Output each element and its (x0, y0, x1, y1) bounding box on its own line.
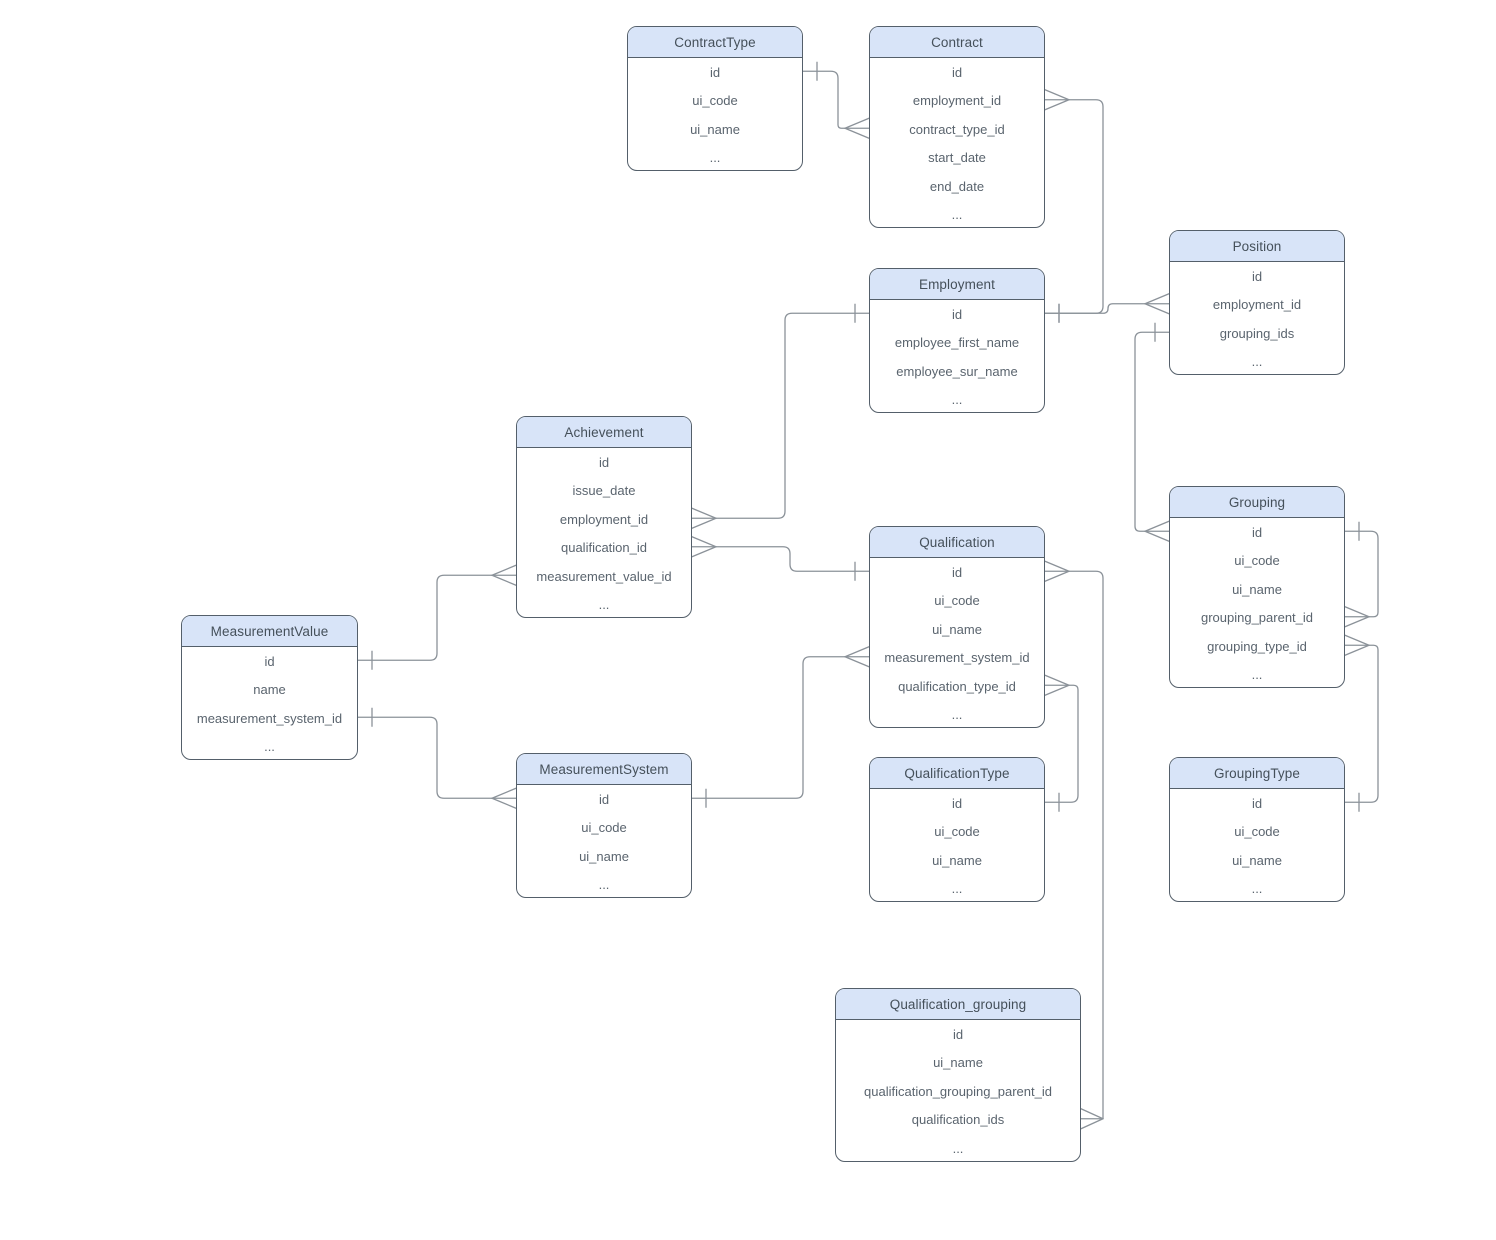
entity-measurementvalue[interactable]: MeasurementValue id name measurement_system… (181, 615, 358, 760)
entity-field-row: qualification_ids (911, 1112, 1005, 1128)
entity-title: Qualification_grouping (836, 989, 1080, 1020)
relationship-achievement-qualification[interactable] (691, 536, 870, 581)
entity-field-row: ui_name (1232, 581, 1282, 597)
entity-title: Contract (870, 27, 1044, 58)
entity-field-row: ... (1251, 354, 1263, 370)
entity-field-row: id (709, 64, 721, 80)
entity-field-row: grouping_type_id (1207, 638, 1307, 654)
entity-field-row: issue_date (572, 483, 636, 499)
entity-position[interactable]: Position id employment_id grouping_ids... (1169, 230, 1345, 375)
entity-field-row: ... (951, 881, 963, 897)
relationship-qualification-qualification_grouping[interactable] (1044, 560, 1104, 1130)
entity-field-row: grouping_ids (1219, 325, 1295, 341)
relationship-measurementvalue-measurementsystem[interactable] (357, 707, 517, 809)
entity-field-row: start_date (928, 150, 986, 166)
relationship-position-grouping[interactable] (1134, 322, 1170, 542)
entity-field-row: id (951, 306, 963, 322)
entity-employment[interactable]: Employment id employee_first_name employee_… (869, 268, 1045, 413)
entity-field-row: ui_code (1234, 553, 1280, 569)
relationship-qualification-qualificationtype[interactable] (1044, 674, 1079, 812)
entity-field-row: ... (598, 597, 610, 613)
entity-field-row: grouping_parent_id (1200, 610, 1314, 626)
entity-field-row: id (598, 791, 610, 807)
entity-field-row: ... (598, 877, 610, 893)
relationship-employment-achievement[interactable] (691, 303, 870, 529)
entity-grouping[interactable]: Grouping id ui_code ui_name grouping_parent_… (1169, 486, 1345, 688)
entity-title: QualificationType (870, 758, 1044, 789)
entity-field-row: end_date (929, 178, 985, 194)
entity-field-row: employee_sur_name (896, 363, 1018, 379)
entity-field-row: ui_code (581, 820, 627, 836)
entity-field-row: ... (264, 739, 275, 755)
entity-field-row: id (951, 64, 963, 80)
entity-field-row: contract_type_id (909, 121, 1005, 137)
entity-title: MeasurementValue (182, 616, 357, 647)
relationship-employment-position[interactable] (1044, 293, 1170, 323)
entity-title: MeasurementSystem (517, 754, 691, 785)
entity-qualification[interactable]: Qualification id ui_code ui_name measurement… (869, 526, 1045, 728)
entity-field-row: id (1251, 795, 1263, 811)
entity-field-row: measurement_value_id (536, 568, 672, 584)
relationship-measurementvalue-achievement[interactable] (357, 564, 517, 670)
entity-field-row: id (951, 564, 963, 580)
relationship-contract-employment[interactable] (1044, 89, 1104, 323)
entity-field-row: ui_name (932, 621, 982, 637)
entity-title: Position (1170, 231, 1344, 262)
entity-field-row: ui_name (579, 848, 629, 864)
entity-measurementsystem[interactable]: MeasurementSystem id ui_code ui_name... (516, 753, 692, 898)
entity-field-row: ui_name (932, 852, 982, 868)
entity-field-row: id (952, 1026, 964, 1042)
entity-qualificationtype[interactable]: QualificationType id ui_code ui_name... (869, 757, 1045, 902)
entity-field-row: qualification_type_id (898, 678, 1016, 694)
entity-field-row: id (598, 454, 610, 470)
entity-field-row: measurement_system_id (196, 710, 343, 726)
entity-title: Employment (870, 269, 1044, 300)
entity-field-row: ui_name (933, 1055, 983, 1071)
entity-field-row: ... (951, 707, 963, 723)
entity-title: Achievement (517, 417, 691, 448)
entity-contracttype[interactable]: ContractType id ui_code ui_name... (627, 26, 803, 171)
entity-title: ContractType (628, 27, 802, 58)
entity-groupingtype[interactable]: GroupingType id ui_code ui_name... (1169, 757, 1345, 902)
relationship-measurementsystem-qualification[interactable] (691, 646, 870, 808)
entity-field-row: id (951, 795, 963, 811)
entity-field-row: name (253, 682, 286, 698)
entity-field-row: ... (1251, 881, 1263, 897)
entity-field-row: ... (951, 207, 963, 223)
entity-field-row: qualification_id (560, 540, 647, 556)
entity-field-row: ui_name (1232, 852, 1282, 868)
entity-field-row: employment_id (912, 93, 1002, 109)
relationship-grouping-grouping[interactable] (1344, 521, 1379, 628)
relationship-grouping-groupingtype[interactable] (1344, 634, 1379, 812)
entity-field-row: id (1251, 268, 1263, 284)
entity-field-row: employee_first_name (894, 335, 1020, 351)
relationship-contracttype-contract[interactable] (802, 61, 870, 139)
entity-field-row: ... (1251, 667, 1263, 683)
entity-field-row: ui_code (934, 824, 980, 840)
entity-field-row: employment_id (559, 511, 649, 527)
entity-title: GroupingType (1170, 758, 1344, 789)
entity-field-row: ui_code (934, 593, 980, 609)
entity-field-row: id (264, 653, 275, 669)
entity-field-row: ui_code (1234, 824, 1280, 840)
entity-field-row: ... (709, 150, 721, 166)
entity-field-row: measurement_system_id (884, 650, 1030, 666)
entity-title: Grouping (1170, 487, 1344, 518)
entity-field-row: qualification_grouping_parent_id (864, 1083, 1052, 1099)
entity-field-row: ... (952, 1140, 964, 1156)
entity-field-row: employment_id (1212, 297, 1302, 313)
entity-title: Qualification (870, 527, 1044, 558)
entity-field-row: ... (951, 392, 963, 408)
entity-field-row: ui_code (692, 93, 738, 109)
entity-field-row: ui_name (690, 121, 740, 137)
entity-field-row: id (1251, 524, 1263, 540)
